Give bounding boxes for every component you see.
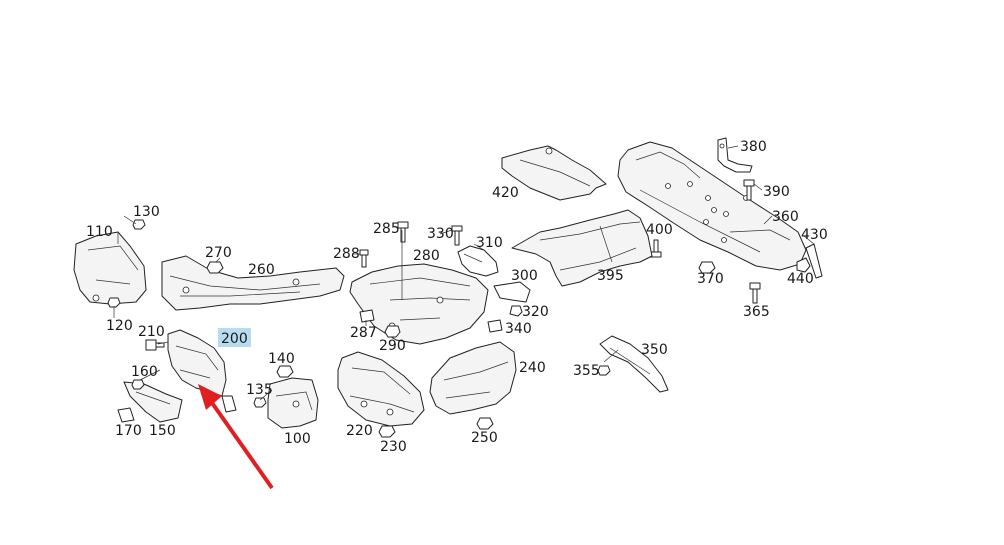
label-200: 200 — [221, 331, 248, 347]
label-400: 400 — [646, 222, 673, 238]
part-110-bracket — [73, 231, 147, 305]
part-350-bracket — [599, 335, 669, 393]
part-280-heat-shield — [349, 263, 489, 345]
label-340: 340 — [505, 321, 532, 337]
part-360-heat-shield — [617, 141, 807, 271]
label-395: 395 — [597, 268, 624, 284]
label-285: 285 — [373, 221, 400, 237]
label-360: 360 — [772, 209, 799, 225]
part-420-heat-shield — [501, 145, 607, 201]
label-250: 250 — [471, 430, 498, 446]
part-288-bolt — [359, 249, 369, 268]
part-330-bolt — [451, 225, 463, 246]
label-230: 230 — [380, 439, 407, 455]
label-280: 280 — [413, 248, 440, 264]
label-330: 330 — [427, 226, 454, 242]
part-220-heat-shield — [337, 351, 425, 427]
part-285-bolt — [397, 221, 409, 243]
red-arrow-icon — [198, 384, 274, 490]
part-240-heat-shield — [429, 341, 517, 415]
part-355-nut — [597, 365, 611, 376]
part-440-nut — [796, 257, 811, 273]
label-288: 288 — [333, 246, 360, 262]
part-370-nut — [698, 261, 716, 274]
label-287: 287 — [350, 325, 377, 341]
part-290-nut — [384, 325, 401, 338]
label-320: 320 — [522, 304, 549, 320]
label-350: 350 — [641, 342, 668, 358]
part-210-bolt — [145, 339, 165, 351]
part-135-nut — [253, 397, 267, 408]
part-labels: 130 110 120 270 260 285 330 310 288 280 … — [86, 139, 828, 455]
part-310-bracket — [457, 245, 499, 277]
label-120: 120 — [106, 318, 133, 334]
part-130-nut — [132, 219, 146, 230]
label-100: 100 — [284, 431, 311, 447]
label-210: 210 — [138, 324, 165, 340]
part-400-stud — [650, 239, 662, 258]
part-250-nut — [476, 417, 494, 430]
part-365-bolt — [749, 282, 761, 304]
label-300: 300 — [511, 268, 538, 284]
leader-lines — [113, 145, 815, 401]
part-287-clip — [359, 309, 375, 323]
highlight-box — [218, 328, 251, 347]
part-200-heat-shield — [167, 329, 237, 413]
label-240: 240 — [519, 360, 546, 376]
label-130: 130 — [133, 204, 160, 220]
part-380-bracket — [717, 137, 753, 173]
label-430: 430 — [801, 227, 828, 243]
part-170-clip — [117, 407, 135, 423]
part-340-clip — [487, 319, 503, 333]
part-140-nut — [276, 365, 294, 378]
label-110: 110 — [86, 224, 113, 240]
label-270: 270 — [205, 245, 232, 261]
label-135: 135 — [246, 382, 273, 398]
label-140: 140 — [268, 351, 295, 367]
label-220: 220 — [346, 423, 373, 439]
label-160: 160 — [131, 364, 158, 380]
part-270-nut — [206, 261, 224, 274]
label-355: 355 — [573, 363, 600, 379]
part-150-bracket — [123, 381, 183, 423]
label-380: 380 — [740, 139, 767, 155]
part-430-bracket — [805, 243, 823, 279]
label-440: 440 — [787, 271, 814, 287]
label-390: 390 — [763, 184, 790, 200]
part-100-bracket — [267, 377, 319, 429]
label-150: 150 — [149, 423, 176, 439]
label-365: 365 — [743, 304, 770, 320]
part-395-heat-shield — [511, 209, 653, 287]
label-260: 260 — [248, 262, 275, 278]
part-160-nut — [131, 379, 145, 390]
label-170: 170 — [115, 423, 142, 439]
part-120-nut — [107, 297, 121, 308]
label-370: 370 — [697, 271, 724, 287]
part-230-nut — [378, 425, 396, 438]
part-320-nut — [509, 305, 523, 317]
label-420: 420 — [492, 185, 519, 201]
label-310: 310 — [476, 235, 503, 251]
part-300-bracket — [493, 281, 531, 303]
part-390-bolt — [743, 179, 755, 201]
label-290: 290 — [379, 338, 406, 354]
